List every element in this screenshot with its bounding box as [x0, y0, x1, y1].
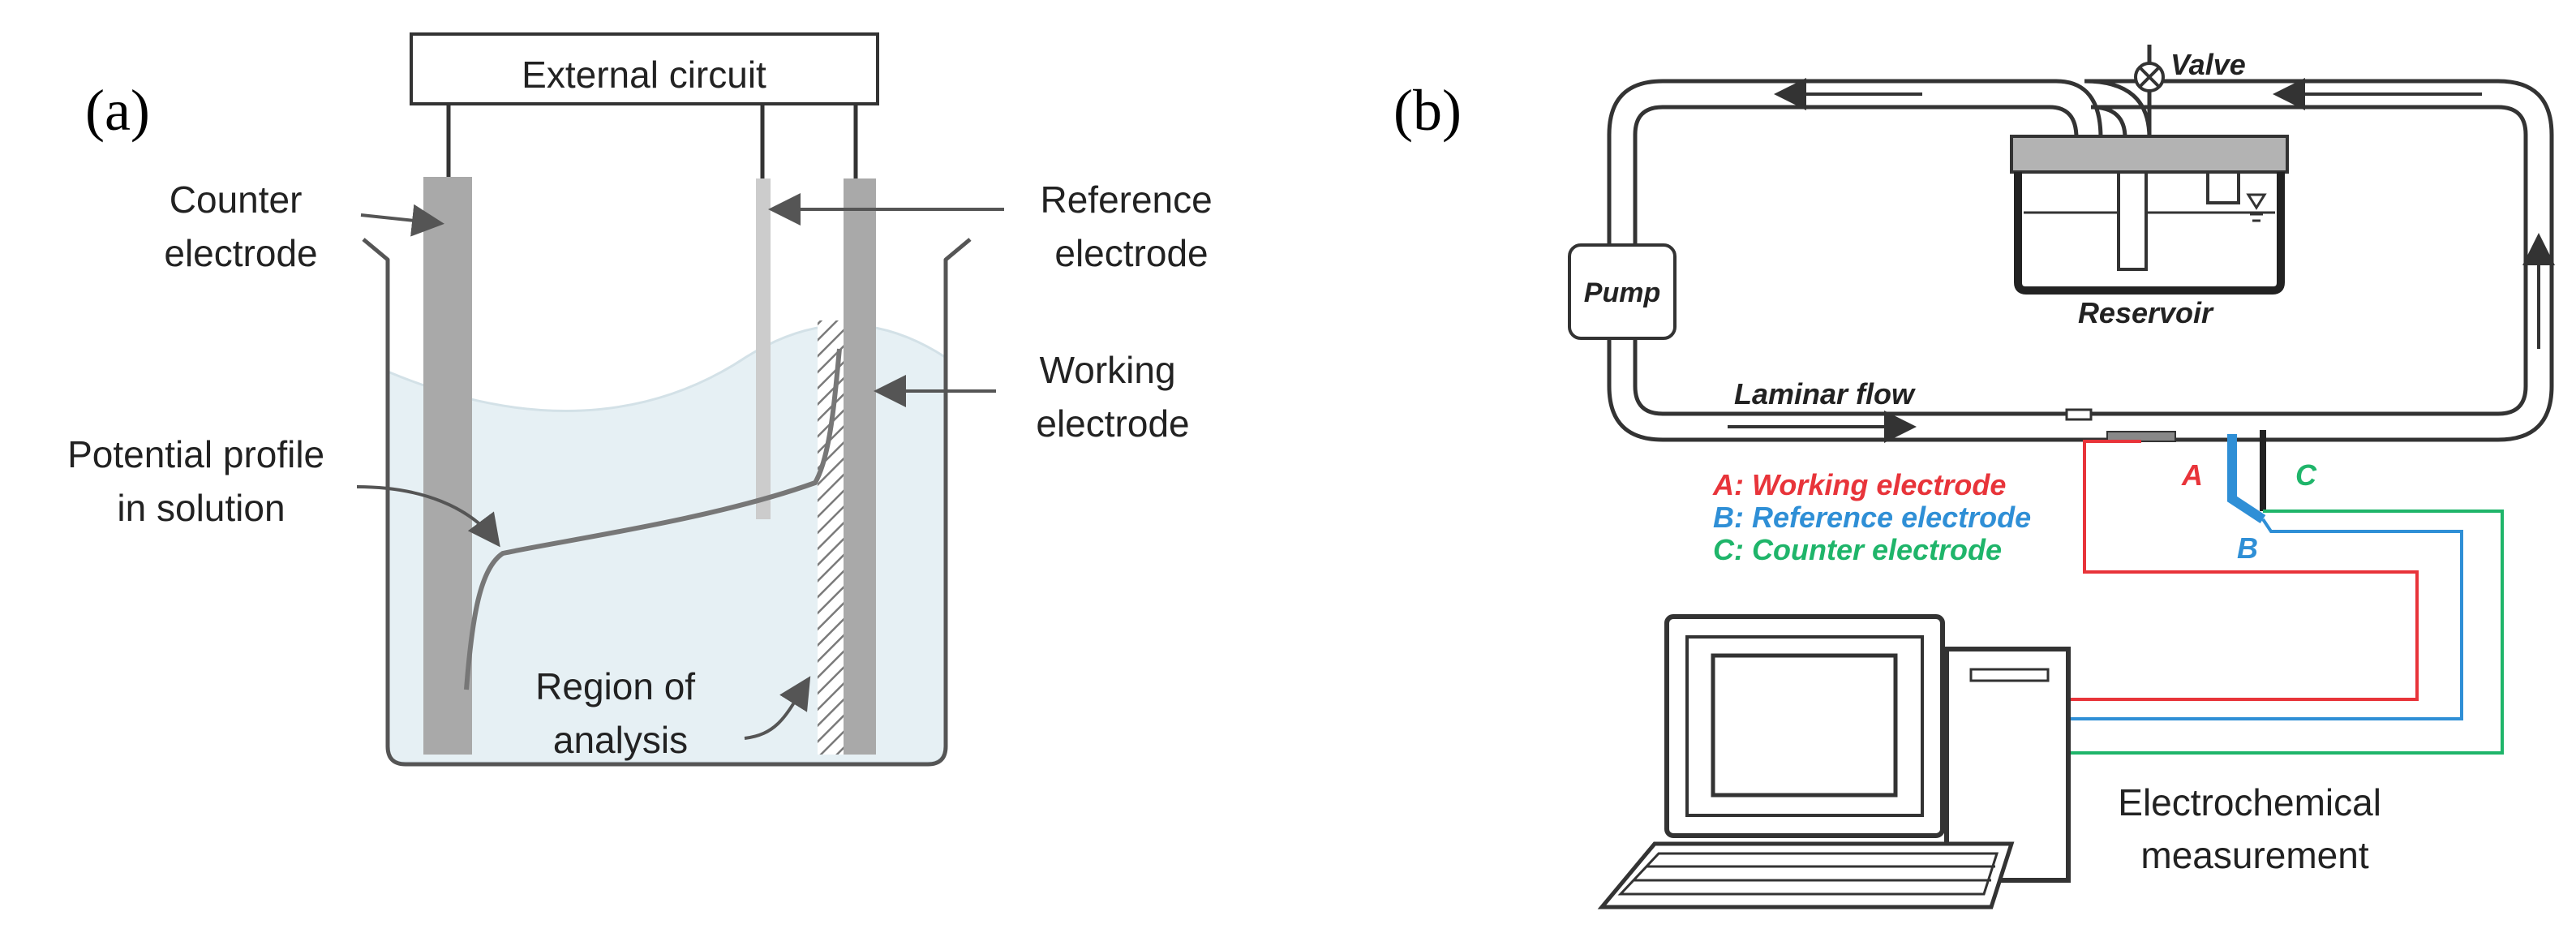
measurement-label: Electrochemical measurement [2118, 781, 2391, 876]
valve-label: Valve [2170, 48, 2246, 81]
panel-b-label: (b) [1393, 78, 1462, 143]
working-electrode-label: Working electrode [1036, 349, 1189, 445]
working-electrode [844, 178, 876, 755]
tower-drive-slot [1969, 668, 2050, 682]
reference-electrode-label: Reference electrode [1040, 178, 1222, 274]
flow-loop-outer [1607, 79, 2554, 442]
external-circuit-label: External circuit [522, 54, 766, 96]
region-of-analysis-label: Region of analysis [535, 665, 706, 761]
flow-cell-port [2065, 408, 2093, 421]
reservoir-electrode-long [2117, 170, 2148, 271]
potential-profile-label: Potential profile in solution [67, 433, 335, 529]
reservoir-label: Reservoir [2078, 296, 2214, 329]
letter-b: B [2237, 531, 2258, 565]
valve-cross [2138, 66, 2161, 88]
letter-a: A [2181, 458, 2203, 492]
keyboard [1597, 841, 2015, 909]
legend-counter-electrode: C: Counter electrode [1713, 533, 2002, 566]
potential-profile-curve [464, 348, 842, 690]
reference-electrode-wire [2067, 518, 2463, 720]
laminar-flow-label: Laminar flow [1734, 377, 1916, 411]
counter-electrode-label: Counter electrode [164, 178, 317, 274]
panel-a: (a) External circuit Counter electrode R… [67, 32, 1222, 767]
reference-electrode-tube [2227, 434, 2266, 524]
reservoir-lid [2010, 135, 2289, 174]
letter-c: C [2295, 458, 2317, 492]
counter-electrode [423, 177, 472, 755]
beaker [362, 238, 972, 767]
legend-reference-electrode: B: Reference electrode [1713, 501, 2031, 534]
pump-box [1568, 243, 1677, 340]
water-level-symbol [2246, 193, 2267, 222]
region-of-analysis-hatch [818, 320, 845, 755]
counter-electrode-wire [2067, 510, 2504, 755]
region-of-analysis-arrow [744, 676, 811, 740]
reservoir-body [2014, 172, 2285, 295]
working-electrode-wire [2067, 440, 2419, 701]
reservoir-electrode-short [2206, 170, 2240, 204]
potential-profile-arrow [356, 485, 500, 548]
panel-b: (b) Pump Reservoir Valve Laminar flow [1393, 45, 2555, 909]
monitor-screen [1711, 653, 1898, 798]
pump-label: Pump [1584, 277, 1660, 308]
reservoir-pipes [2049, 79, 2152, 139]
panel-a-label: (a) [85, 78, 150, 143]
legend-working-electrode: A: Working electrode [1712, 468, 2006, 501]
counter-electrode-arrow [360, 204, 444, 237]
reference-electrode [756, 178, 771, 519]
keyboard-keys [1617, 852, 1999, 896]
external-circuit-box [410, 32, 879, 105]
